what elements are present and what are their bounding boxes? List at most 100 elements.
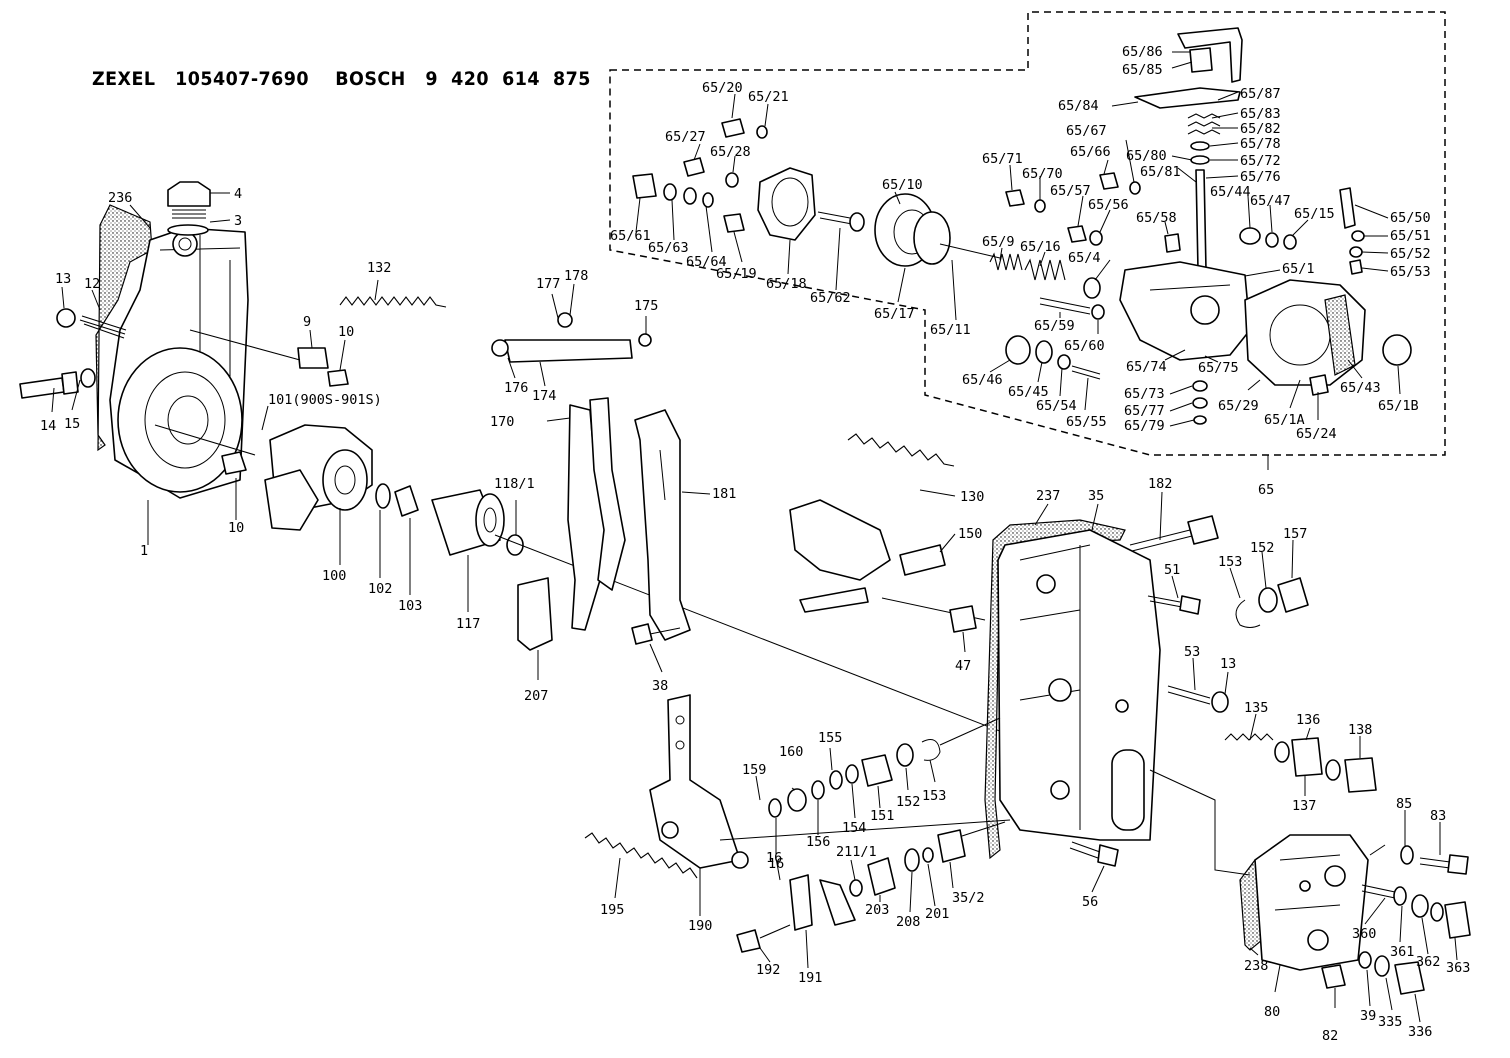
part-label: 174 [532, 388, 556, 404]
bushing-203 [867, 857, 896, 896]
lever-174 [491, 312, 652, 363]
lever-150 [789, 499, 946, 613]
part-label: 336 [1408, 1024, 1432, 1040]
part-label: 237 [1036, 488, 1060, 504]
bracket-9 [297, 347, 329, 369]
nut-65-47 [1265, 232, 1279, 248]
cap-138 [1344, 757, 1377, 793]
part-label: 80 [1264, 1004, 1280, 1020]
washer-65-28 [725, 172, 739, 188]
part-label: 153 [1218, 554, 1242, 570]
lever-65-50 [1339, 187, 1356, 229]
washer-137a [1274, 741, 1290, 763]
part-label: 12 [84, 276, 100, 292]
part-label: 65/71 [982, 151, 1023, 167]
spring-65-83 [1187, 113, 1221, 135]
part-label: 152 [896, 794, 920, 810]
washer-65-64b [702, 192, 714, 208]
nut-13 [56, 308, 76, 328]
part-label: 35/2 [952, 890, 985, 906]
bolt-47 [949, 605, 977, 633]
oring-65-45 [1035, 340, 1053, 364]
part-label: 65/54 [1036, 398, 1077, 414]
bolt-83 [1419, 854, 1469, 875]
seal-65-77 [1192, 397, 1208, 409]
part-label: 65/43 [1340, 380, 1381, 396]
spring-154 [845, 764, 859, 784]
part-label: 335 [1378, 1014, 1402, 1030]
bushing-151 [861, 754, 893, 787]
washer-118-1 [506, 534, 524, 556]
part-label: 65/29 [1218, 398, 1259, 414]
screw-65-27 [683, 157, 705, 177]
part-label: 117 [456, 616, 480, 632]
part-label: 65/86 [1122, 44, 1163, 60]
spring-65-9 [989, 252, 1023, 271]
part-label: 1 [140, 543, 148, 559]
part-label: 65/74 [1126, 359, 1167, 375]
screw-360 [1361, 884, 1396, 899]
part-label: 65/53 [1390, 264, 1431, 280]
housing-65-1 [1119, 261, 1251, 361]
arm-191b [819, 879, 856, 926]
washer-335 [1374, 955, 1390, 977]
part-label: 65/17 [874, 306, 915, 322]
spring-195 [584, 832, 698, 879]
diagram-title: ZEXEL 105407-7690 BOSCH 9 420 614 875 [92, 68, 591, 90]
part-label: 65/15 [1294, 206, 1335, 222]
part-label: 16 [766, 850, 782, 866]
part-label: 191 [798, 970, 822, 986]
part-label: 65/87 [1240, 86, 1281, 102]
part-label: 177 [536, 276, 560, 292]
part-label: 35 [1088, 488, 1104, 504]
nut-65-61 [632, 173, 657, 199]
lever-190 [649, 694, 749, 869]
washer-211 [849, 879, 863, 897]
part-label: 160 [779, 744, 803, 760]
part-label: 362 [1416, 954, 1440, 970]
stud-65-62 [817, 211, 853, 225]
part-label: 65/52 [1390, 246, 1431, 262]
bracket-65-85 [1189, 47, 1213, 73]
cap-363 [1444, 901, 1471, 939]
nut-65-15 [1283, 234, 1297, 250]
part-label: 151 [870, 808, 894, 824]
governor-housing [95, 204, 249, 499]
cover-65-18 [757, 167, 816, 241]
part-label: 132 [367, 260, 391, 276]
bushing-160 [787, 788, 807, 812]
washer-65-56 [1089, 230, 1103, 246]
screw-65-19 [723, 213, 745, 233]
part-label: 203 [865, 902, 889, 918]
part-label: 159 [742, 762, 766, 778]
part-label: 4 [234, 186, 242, 202]
part-label: 56 [1082, 894, 1098, 910]
part-label: 192 [756, 962, 780, 978]
lever-170-b [589, 397, 626, 591]
part-label: 65/10 [882, 177, 923, 193]
spring-130 [847, 433, 955, 467]
screw-65-71 [1005, 189, 1025, 207]
part-label: 363 [1446, 960, 1470, 976]
part-label: 207 [524, 688, 548, 704]
bolt-38 [631, 623, 653, 645]
part-label: 65/85 [1122, 62, 1163, 78]
bolt-56 [1069, 841, 1119, 867]
part-label: 65/61 [610, 228, 651, 244]
part-label: 47 [955, 658, 971, 674]
bolt-192 [736, 929, 761, 953]
part-label: 195 [600, 902, 624, 918]
screw-10 [327, 369, 349, 387]
washer-39 [1358, 951, 1372, 969]
part-label: 65/28 [710, 144, 751, 160]
part-label: 135 [1244, 700, 1268, 716]
disc-65-44 [1239, 227, 1261, 245]
nut-336 [1394, 961, 1425, 995]
screw-65-55 [1071, 365, 1101, 380]
part-label: 236 [108, 190, 132, 206]
part-label: 190 [688, 918, 712, 934]
part-label: 65/27 [665, 129, 706, 145]
plug-157 [1277, 577, 1309, 613]
part-label: 182 [1148, 476, 1172, 492]
part-label: 65/66 [1070, 144, 1111, 160]
